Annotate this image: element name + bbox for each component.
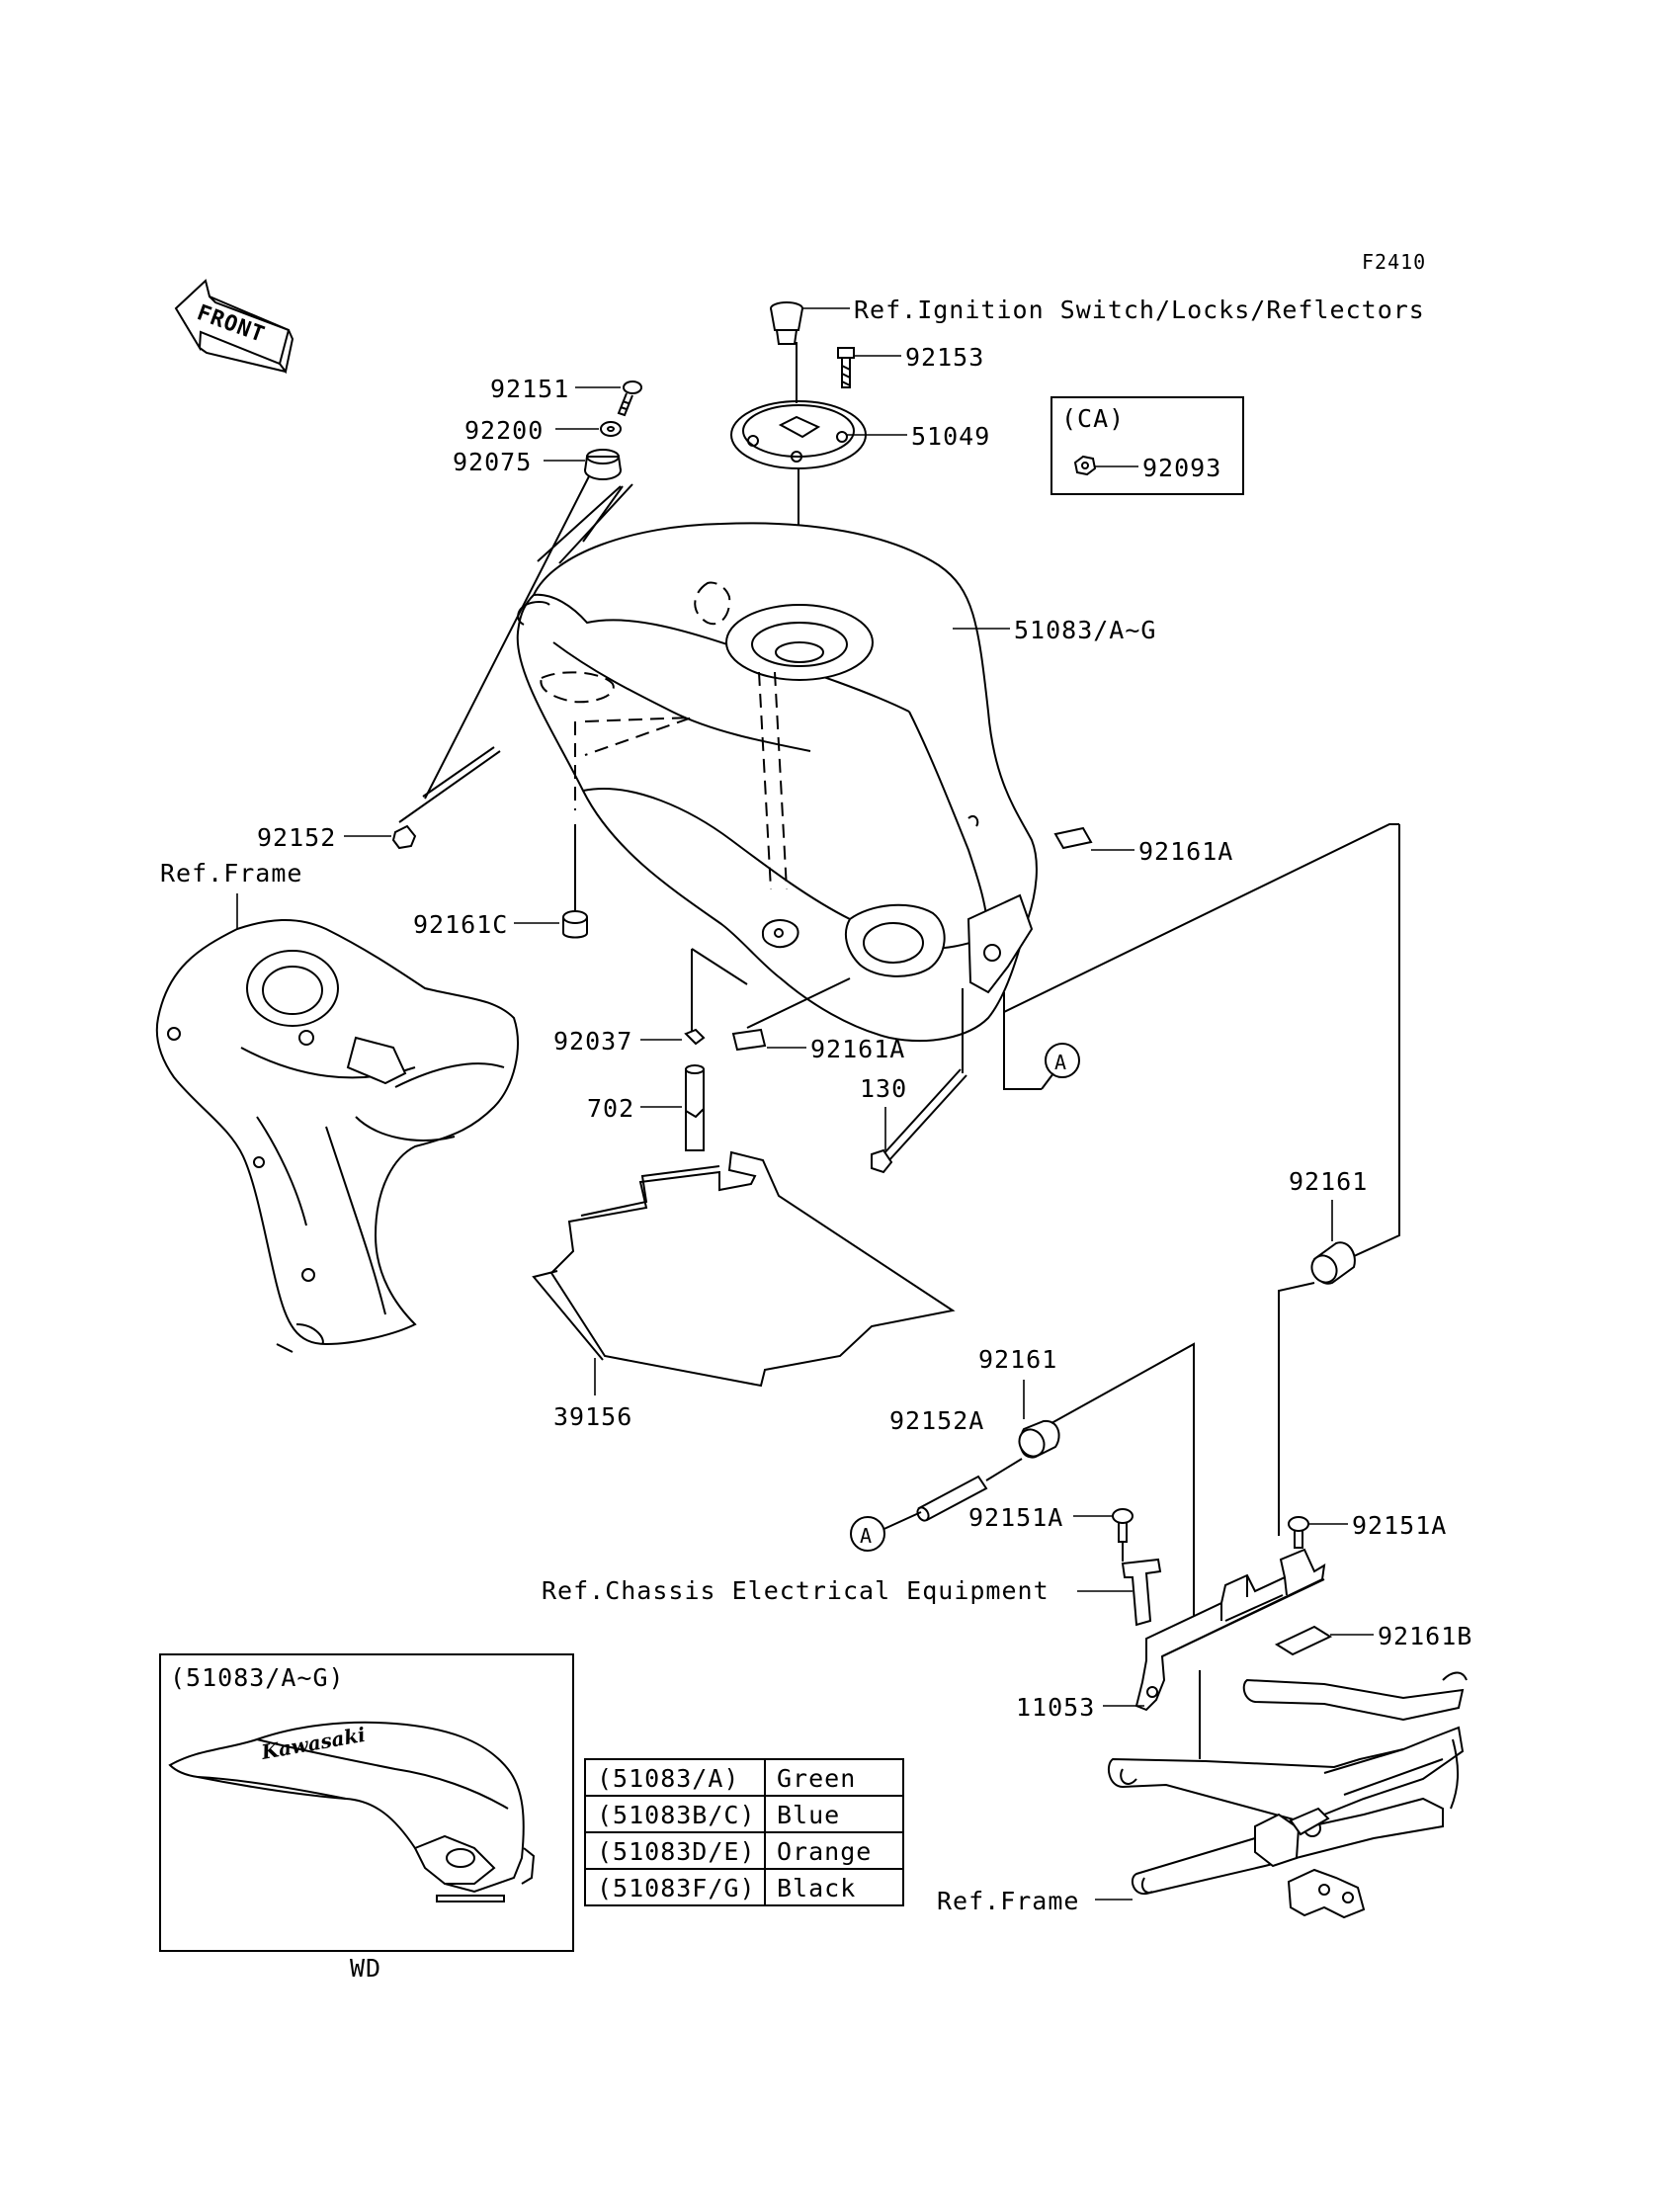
inset-caption: WD (350, 1954, 381, 1983)
collar-92152A-part (916, 1475, 988, 1522)
front-arrow-icon: FRONT (174, 279, 294, 375)
part-92153-label: 92153 (905, 343, 984, 372)
part-51083-label: 51083/A~G (1014, 616, 1156, 644)
ca-label: (CA) (1061, 404, 1125, 433)
pad-92161B-part (1274, 1625, 1333, 1656)
part-92161-mid-label: 92161 (978, 1345, 1057, 1374)
clip-92037-part (684, 1028, 706, 1046)
washer-92200-part (600, 421, 622, 437)
part-39156-label: 39156 (553, 1402, 632, 1431)
part-92161C-label: 92161C (413, 910, 508, 939)
bolt-92153-part (837, 347, 855, 388)
fuel-tank-51083-part (516, 522, 1038, 1043)
bolt-92152-part (391, 824, 417, 850)
part-92037-label: 92037 (553, 1027, 632, 1056)
ignition-ref-label: Ref.Ignition Switch/Locks/Reflectors (854, 296, 1425, 324)
table-row-1-part: (51083/A) (597, 1764, 739, 1793)
part-92152A-label: 92152A (889, 1406, 984, 1435)
part-92161B-label: 92161B (1378, 1622, 1472, 1650)
part-92093-label: 92093 (1142, 454, 1221, 482)
part-92075-label: 92075 (453, 448, 532, 476)
part-92151A-left-label: 92151A (968, 1503, 1063, 1532)
hose-702-part (685, 1064, 705, 1151)
chassis-ref-label: Ref.Chassis Electrical Equipment (542, 1576, 1050, 1605)
part-92151-label: 92151 (490, 375, 569, 403)
damper-92161-mid-part (1018, 1419, 1060, 1459)
pad-92161A-lower-part (731, 1028, 767, 1052)
ca-box (1050, 396, 1244, 495)
part-92161-right-label: 92161 (1289, 1167, 1368, 1196)
table-row-4-part: (51083F/G) (597, 1874, 756, 1902)
table-row-1-color: Green (777, 1764, 856, 1793)
pad-92161A-upper-part (1053, 826, 1093, 850)
part-92200-label: 92200 (464, 416, 544, 445)
color-table: (51083/A) Green (51083B/C) Blue (51083D/… (584, 1758, 904, 1906)
fuel-cap-51049-part (730, 400, 867, 469)
bracket-small-part (1121, 1558, 1162, 1627)
part-51049-label: 51049 (911, 422, 990, 451)
frame-left-part (155, 919, 519, 1353)
part-92151A-right-label: 92151A (1352, 1511, 1447, 1540)
reference-a-marker-1 (1045, 1043, 1080, 1078)
part-11053-label: 11053 (1016, 1693, 1095, 1722)
ref-frame-left-label: Ref.Frame (160, 859, 302, 887)
ref-frame-bottom-label: Ref.Frame (937, 1887, 1079, 1915)
inset-title: (51083/A~G) (170, 1663, 345, 1692)
part-92161A-upper-label: 92161A (1138, 837, 1233, 866)
reference-a-label-1: A (1054, 1051, 1067, 1074)
damper-92161C-part (562, 910, 588, 939)
reference-a-marker-2 (850, 1516, 885, 1552)
bolt-92151-part (617, 380, 642, 417)
table-row-4-color: Black (777, 1874, 856, 1902)
part-92152-label: 92152 (257, 823, 336, 852)
part-92161A-lower-label: 92161A (810, 1035, 905, 1063)
table-row-3-color: Orange (777, 1837, 872, 1866)
table-row-2-color: Blue (777, 1801, 840, 1829)
ignition-cap-part (770, 301, 803, 345)
nut-92093-part (1073, 455, 1097, 476)
grommet-92075-part (584, 449, 622, 480)
part-130-label: 130 (860, 1074, 907, 1103)
bolt-92151A-right-part (1288, 1516, 1309, 1549)
table-row-3-part: (51083D/E) (597, 1837, 756, 1866)
damper-92161-right-part (1310, 1241, 1356, 1285)
bolt-130-part (871, 1068, 967, 1174)
figure-code: F2410 (1362, 250, 1426, 274)
part-702-label: 702 (587, 1094, 634, 1123)
frame-rear-part (1107, 1670, 1468, 1919)
tank-variant-inset (159, 1653, 574, 1952)
bolt-92151A-left-part (1112, 1508, 1134, 1543)
inset-tank-part: Kawasaki (168, 1721, 536, 1902)
reference-a-label-2: A (860, 1524, 873, 1548)
table-row-2-part: (51083B/C) (597, 1801, 756, 1829)
sheet-39156-part (532, 1150, 956, 1388)
